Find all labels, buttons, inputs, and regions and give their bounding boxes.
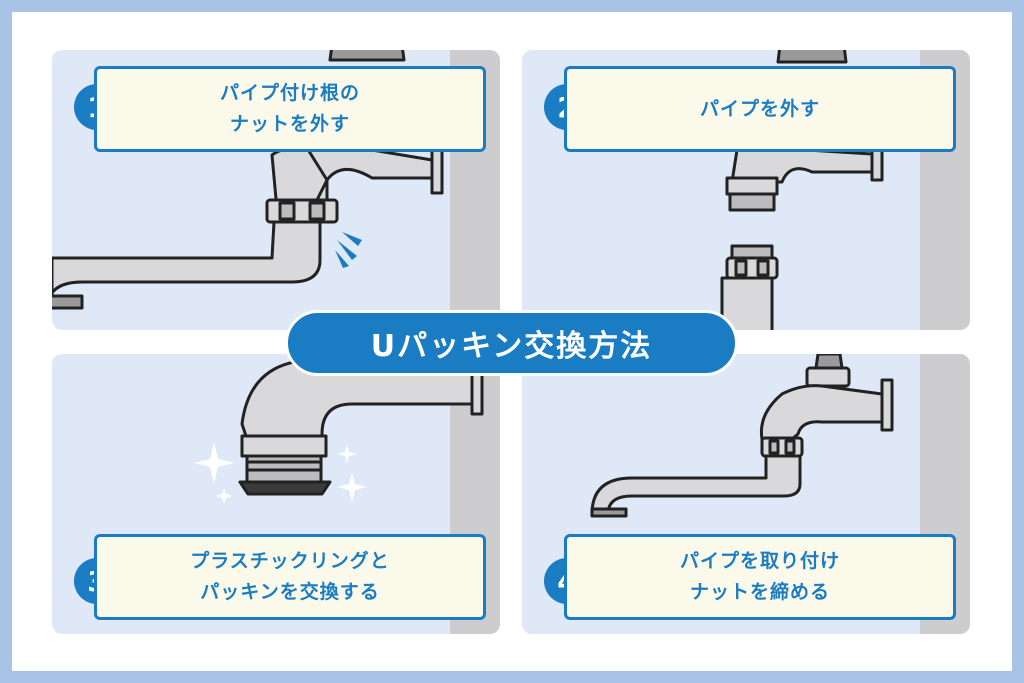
step-4-label: パイプを取り付け ナットを締める (564, 534, 956, 620)
step-2-panel: 2 パイプを外す (522, 50, 970, 330)
faucet-illustration (194, 358, 484, 504)
faucet-illustration (720, 50, 884, 330)
step-3-label: プラスチックリングと パッキンを交換する (94, 534, 486, 620)
diagram-title: Uパッキン交換方法 (285, 310, 738, 376)
step-1-label: パイプ付け根の ナットを外す (94, 66, 486, 152)
step-4-panel: 4 パイプを取り付け ナットを締める (522, 354, 970, 634)
step-1-panel: 1 パイプ付け根の ナットを外す (52, 50, 500, 330)
faucet-illustration (590, 354, 894, 518)
step-2-label: パイプを外す (564, 66, 956, 152)
step-3-panel: 3 プラスチックリングと パッキンを交換する (52, 354, 500, 634)
